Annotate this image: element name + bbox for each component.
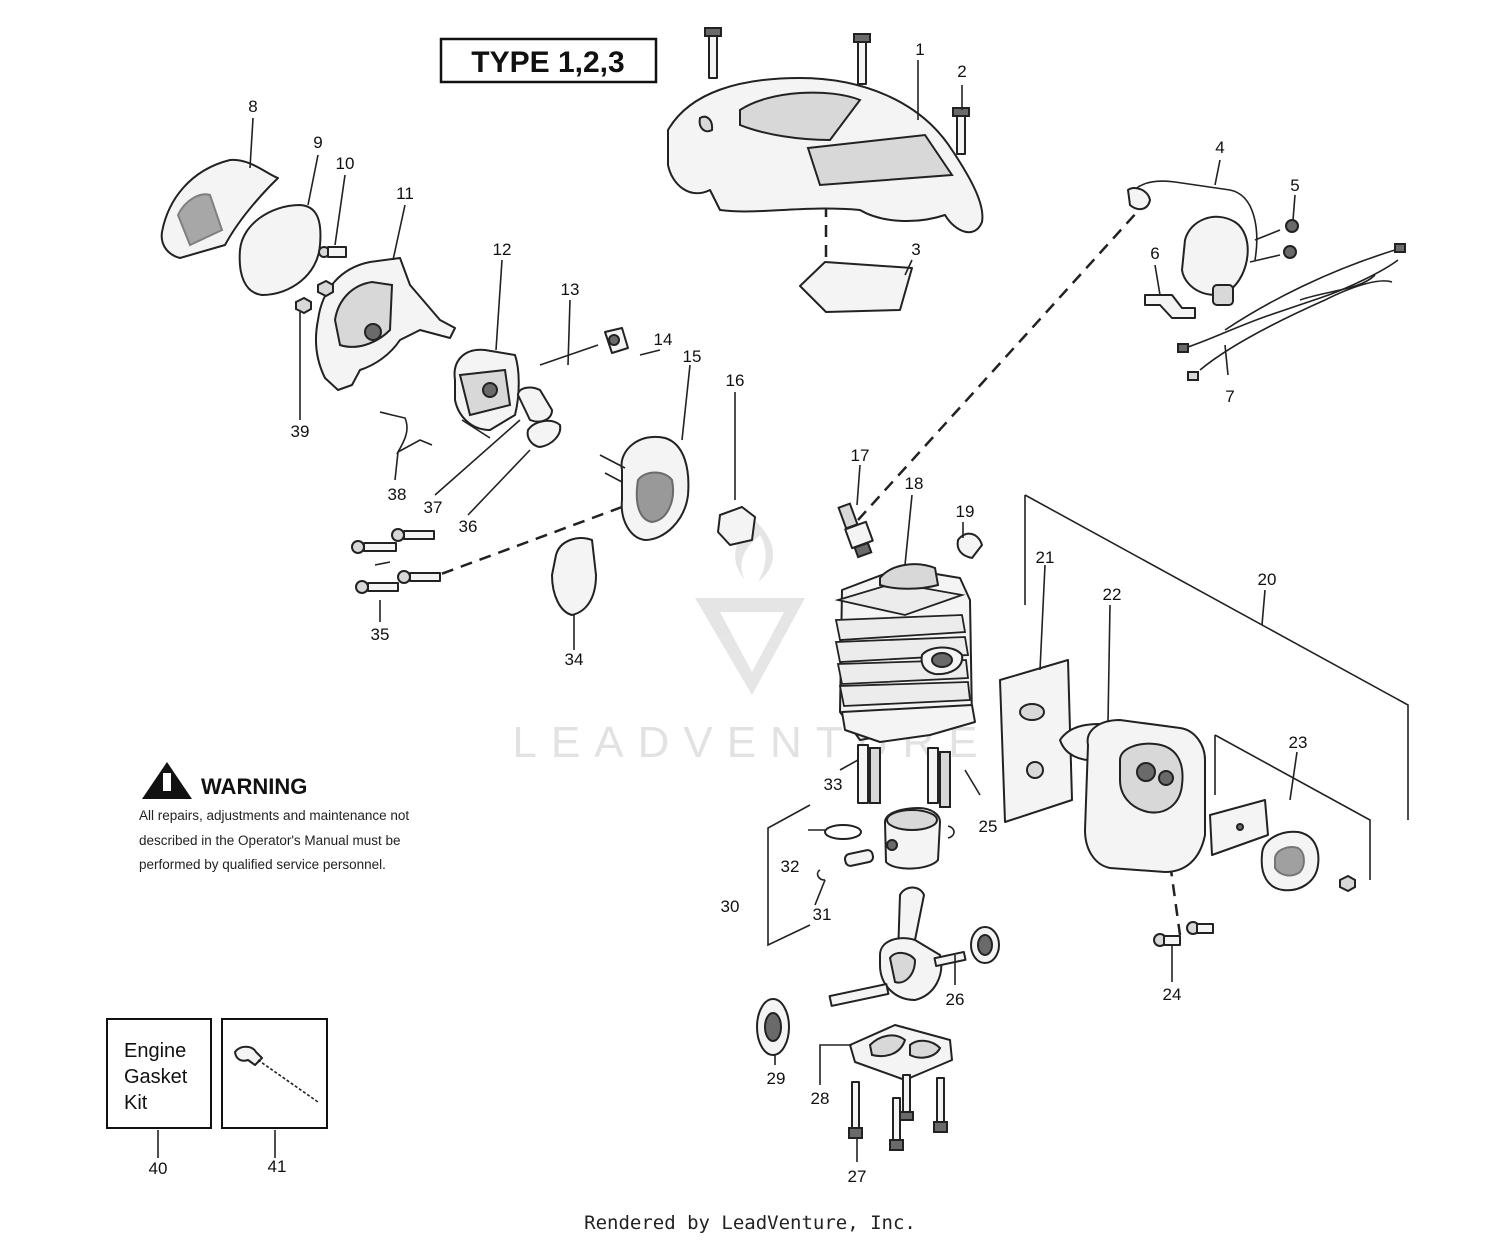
spring-link [379, 411, 433, 455]
callout-24: 24 [1163, 985, 1182, 1004]
nuts [295, 279, 334, 315]
ignition-module [1127, 180, 1258, 306]
callout-18: 18 [905, 474, 924, 493]
air-filter-base [315, 257, 456, 391]
cylinder-cover [667, 77, 984, 234]
wrench-icon [234, 1045, 319, 1103]
callout-25: 25 [979, 817, 998, 836]
warning-line-2: described in the Operator's Manual must … [139, 833, 400, 848]
callout-22: 22 [1103, 585, 1122, 604]
type-label: TYPE 1,2,3 [471, 46, 624, 79]
intake-manifold [599, 435, 690, 541]
watermark-logo [695, 518, 805, 695]
callout-17: 17 [851, 446, 870, 465]
tool-box [221, 1018, 328, 1129]
piston-pin [816, 825, 955, 881]
muffler-bolts [1153, 921, 1214, 947]
warning-block: WARNING All repairs, adjustments and mai… [139, 762, 409, 872]
cover-gasket [799, 261, 913, 313]
wiring-harness [1177, 243, 1406, 381]
callout-23: 23 [1289, 733, 1308, 752]
callout-12: 12 [493, 240, 512, 259]
filter-stud [318, 246, 347, 258]
engine-gasket-kit-box [106, 1018, 212, 1129]
callout-21: 21 [1036, 548, 1055, 567]
callout-26: 26 [946, 990, 965, 1009]
callout-6: 6 [1150, 244, 1159, 263]
callout-10: 10 [336, 154, 355, 173]
callout-35: 35 [371, 625, 390, 644]
callout-33: 33 [824, 775, 843, 794]
callout-13: 13 [561, 280, 580, 299]
callout-32: 32 [781, 857, 800, 876]
footer-credit: Rendered by LeadVenture, Inc. [584, 1212, 916, 1234]
warning-line-3: performed by qualified service personnel… [139, 857, 386, 872]
callout-2: 2 [957, 62, 966, 81]
warning-title: WARNING [201, 774, 307, 799]
callout-30: 30 [721, 897, 740, 916]
muffler-gasket [999, 659, 1073, 823]
connector-intake-bolts [424, 505, 623, 582]
clip [956, 532, 983, 559]
crankcase-screws [848, 1074, 948, 1151]
callout-numbers: 1 2 3 4 5 6 7 8 9 10 11 12 13 14 15 16 1… [149, 40, 1308, 1186]
intake-boot [551, 537, 597, 616]
callout-19: 19 [956, 502, 975, 521]
callout-7: 7 [1225, 387, 1234, 406]
callout-41: 41 [268, 1157, 287, 1176]
callout-20: 20 [1258, 570, 1277, 589]
ignition-screws [1249, 219, 1299, 263]
crank-bearing-left [756, 998, 790, 1056]
callout-1: 1 [915, 40, 924, 59]
callout-3: 3 [911, 240, 920, 259]
callout-38: 38 [388, 485, 407, 504]
spark-plug [837, 502, 874, 559]
spacer [517, 386, 553, 423]
type-box [439, 37, 658, 84]
callout-31: 31 [813, 905, 832, 924]
insulator-gasket [717, 506, 756, 546]
intake-bolts [351, 528, 441, 594]
carburetor [453, 348, 520, 439]
callout-34: 34 [565, 650, 584, 669]
transfer-covers [857, 744, 951, 808]
kit-line-1: Engine [124, 1040, 186, 1062]
callout-8: 8 [248, 97, 257, 116]
air-filter [238, 204, 322, 296]
ignition-bracket [1144, 294, 1196, 319]
kit-line-2: Gasket [124, 1066, 188, 1088]
callout-37: 37 [424, 498, 443, 517]
leader-lines [157, 60, 1409, 1162]
callout-11: 11 [396, 184, 414, 203]
callout-36: 36 [459, 517, 478, 536]
piston-ring [824, 824, 862, 840]
carburetor-gasket [526, 419, 562, 448]
callout-9: 9 [313, 133, 322, 152]
callout-39: 39 [291, 422, 310, 441]
spark-arrestor [1209, 799, 1356, 893]
cover-screws [704, 27, 970, 155]
muffler [1059, 719, 1206, 873]
air-filter-cover [160, 158, 279, 259]
callout-29: 29 [767, 1069, 786, 1088]
cylinder [834, 563, 976, 743]
callout-40: 40 [149, 1159, 168, 1178]
connector-spark-plug-lead [857, 199, 1149, 521]
kit-line-3: Kit [124, 1092, 148, 1114]
piston [884, 807, 941, 870]
callout-27: 27 [848, 1167, 867, 1186]
crankshaft [828, 886, 967, 1007]
fuel-fitting [604, 327, 629, 354]
callout-5: 5 [1290, 176, 1299, 195]
callout-28: 28 [811, 1089, 830, 1108]
callout-4: 4 [1215, 138, 1224, 157]
callout-14: 14 [654, 330, 673, 349]
callout-16: 16 [726, 371, 745, 390]
warning-line-1: All repairs, adjustments and maintenance… [139, 808, 409, 823]
crankcase-half [849, 1024, 953, 1081]
callout-15: 15 [683, 347, 702, 366]
crank-bearing-right [970, 926, 1000, 964]
